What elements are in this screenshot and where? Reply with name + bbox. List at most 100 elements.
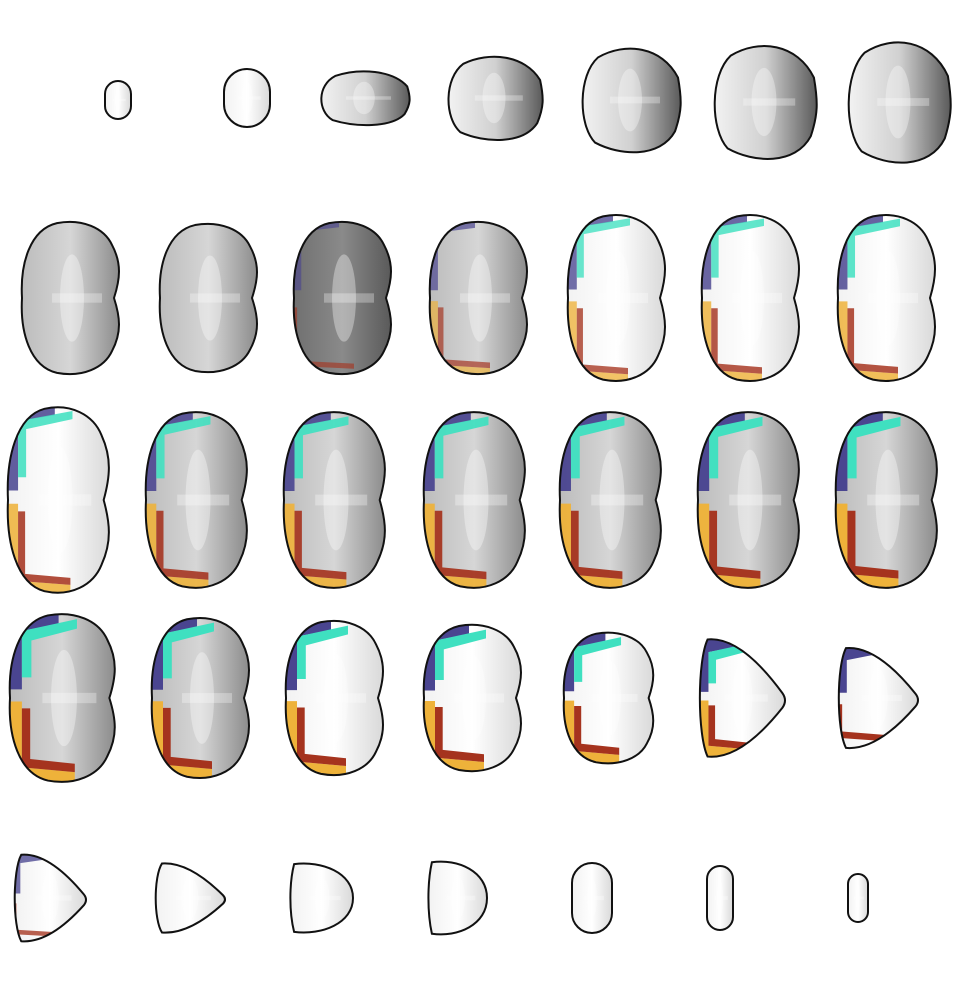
region-teal <box>708 642 753 684</box>
brain-slice-20 <box>696 411 800 589</box>
brain-slice-16 <box>144 411 248 589</box>
tissue-body <box>707 866 733 930</box>
brain-slice-5 <box>581 47 682 154</box>
brain-slice-32 <box>427 860 489 936</box>
brain-slice-7 <box>847 41 952 164</box>
tissue-body <box>429 221 527 375</box>
slice-outline <box>427 860 489 936</box>
slice-outline <box>447 55 544 141</box>
slice-outline <box>154 862 226 934</box>
region-teal <box>847 416 901 479</box>
brain-slice-12 <box>566 214 666 382</box>
tissue-body <box>321 71 410 126</box>
slice-outline <box>562 631 655 765</box>
brain-slice-34 <box>706 864 734 932</box>
slice-outline <box>836 214 936 382</box>
slice-outline <box>837 647 919 749</box>
tissue-body <box>572 863 612 933</box>
tissue-body <box>567 215 665 381</box>
slice-outline <box>698 638 786 758</box>
region-teal <box>163 622 214 679</box>
region-red <box>21 708 75 773</box>
tissue-body <box>582 48 681 153</box>
tissue-body <box>699 639 785 757</box>
slice-outline <box>558 411 662 589</box>
region-teal <box>576 218 630 278</box>
brain-slice-30 <box>154 862 226 934</box>
tissue-body <box>848 874 868 922</box>
tissue-body <box>448 56 543 141</box>
brain-slice-27 <box>698 638 786 758</box>
brain-slice-14 <box>836 214 936 382</box>
brain-slice-13 <box>700 214 800 382</box>
region-red <box>297 707 346 766</box>
brain-slice-29 <box>13 853 87 943</box>
tissue-body <box>290 863 353 933</box>
slice-outline <box>847 41 952 164</box>
tissue-body <box>423 412 525 588</box>
slice-outline <box>566 214 666 382</box>
tissue-body <box>697 412 799 588</box>
slice-outline <box>282 411 386 589</box>
brain-slice-24 <box>284 620 384 776</box>
tissue-body <box>145 412 247 588</box>
tissue-body <box>159 223 257 373</box>
brain-slice-15 <box>6 406 110 594</box>
tissue-body <box>9 614 115 782</box>
slice-outline <box>158 222 258 374</box>
tissue-body <box>848 42 951 163</box>
slice-outline <box>706 864 734 932</box>
slice-outline <box>320 70 411 127</box>
region-teal <box>435 629 486 680</box>
region-teal <box>847 218 900 278</box>
brain-slice-9 <box>158 222 258 374</box>
slice-outline <box>223 67 271 129</box>
slice-outline <box>289 862 355 934</box>
region-teal <box>297 625 348 680</box>
brain-slice-35 <box>847 872 869 924</box>
brain-slice-26 <box>562 631 655 765</box>
slice-outline <box>292 221 392 375</box>
slice-outline <box>20 221 120 375</box>
brain-slice-11 <box>428 221 528 375</box>
slice-outline <box>150 617 250 779</box>
tissue-body <box>835 412 937 588</box>
region-purple <box>699 639 738 692</box>
slice-outline <box>13 853 87 943</box>
brain-slice-6 <box>713 45 818 160</box>
slice-outline <box>144 411 248 589</box>
tissue-body <box>285 620 383 776</box>
region-red <box>574 706 620 755</box>
brain-slice-17 <box>282 411 386 589</box>
brain-slice-18 <box>422 411 526 589</box>
brain-slice-1 <box>104 79 132 121</box>
region-teal <box>574 637 622 682</box>
region-purple <box>14 854 47 894</box>
slice-outline <box>422 411 526 589</box>
slice-outline <box>104 79 132 121</box>
tissue-body <box>224 69 270 127</box>
slice-outline <box>834 411 938 589</box>
brain-slice-2 <box>223 67 271 129</box>
slice-outline <box>696 411 800 589</box>
tissue-body <box>283 412 385 588</box>
tissue-body <box>293 221 391 375</box>
brain-slice-25 <box>422 623 522 773</box>
region-teal <box>570 416 625 479</box>
region-teal <box>709 416 763 479</box>
slice-outline <box>700 214 800 382</box>
brain-slice-19 <box>558 411 662 589</box>
brain-slice-33 <box>571 861 613 935</box>
tissue-body <box>105 81 131 119</box>
region-teal <box>711 218 764 278</box>
region-teal <box>294 416 349 479</box>
slice-outline <box>422 623 522 773</box>
brain-slice-8 <box>20 221 120 375</box>
region-teal <box>156 416 211 479</box>
slice-outline <box>847 872 869 924</box>
slice-outline <box>571 861 613 935</box>
slice-outline <box>8 613 116 783</box>
brain-slice-3 <box>320 70 411 127</box>
region-teal <box>18 411 73 478</box>
